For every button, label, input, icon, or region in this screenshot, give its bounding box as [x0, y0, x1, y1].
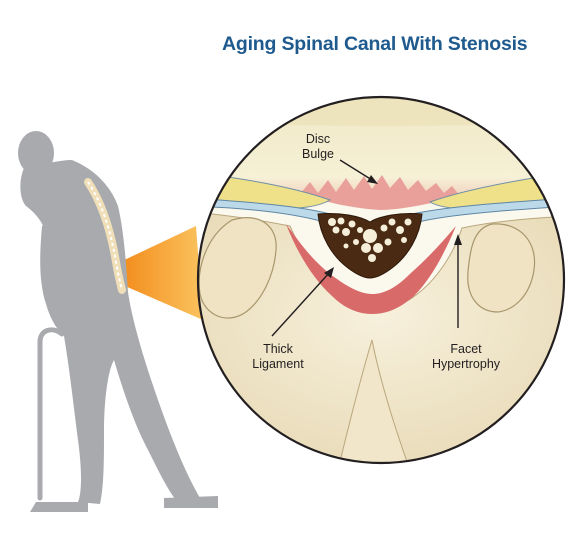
facet-left	[198, 217, 277, 319]
facet-right	[467, 223, 536, 313]
label-pointers	[271, 159, 462, 337]
label-facet-hypertrophy: Facet Hypertrophy	[431, 342, 501, 371]
thick-ligament	[286, 224, 456, 314]
nerve-roots	[328, 217, 412, 262]
disc-bulge-edge	[300, 175, 460, 210]
figure-spine	[84, 178, 126, 294]
label-thick-ligament: Thick Ligament	[252, 342, 304, 371]
elderly-man-figure	[18, 131, 218, 512]
cane	[37, 327, 65, 501]
label-disc-bulge: Disc Bulge	[302, 132, 334, 161]
page-title: Aging Spinal Canal With Stenosis	[222, 33, 528, 55]
callout-beam	[118, 226, 203, 320]
magnified-circle-border	[196, 95, 566, 465]
